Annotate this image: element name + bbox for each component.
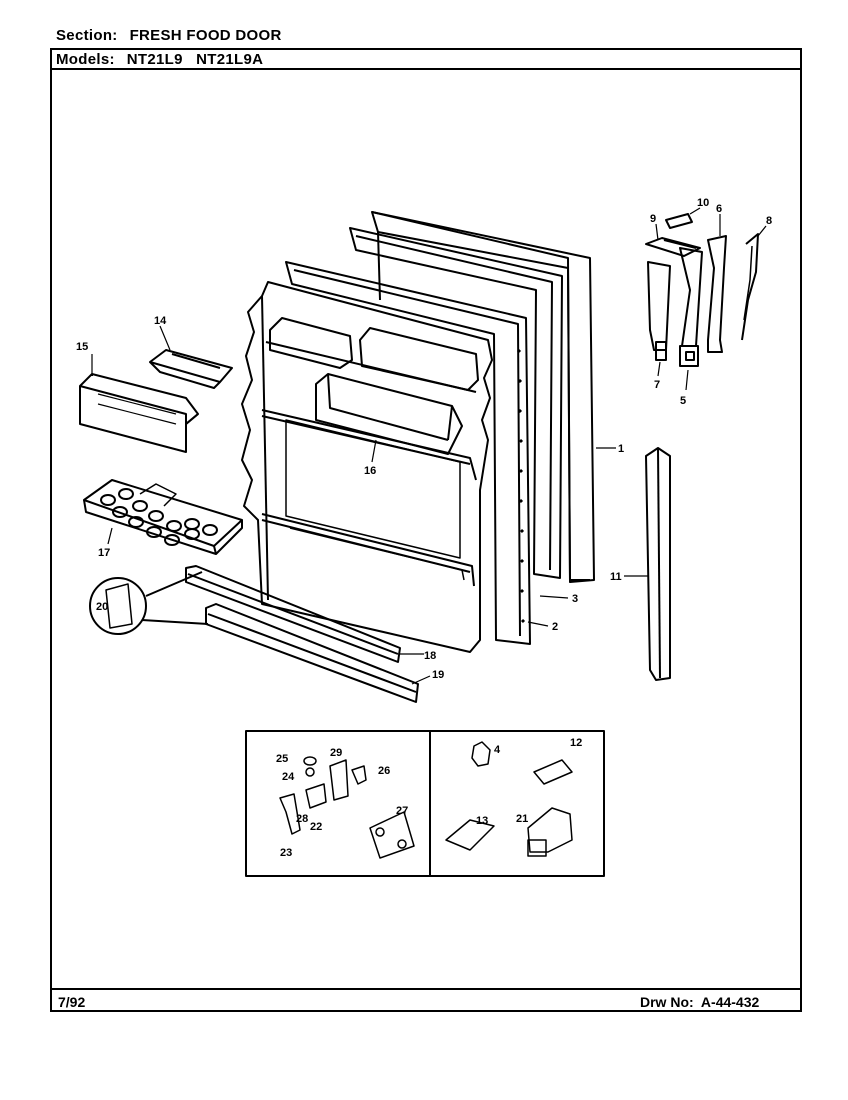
drawing-frame	[50, 48, 802, 1012]
callout-26: 26	[378, 765, 390, 777]
models-value: NT21L9 NT21L9A	[126, 51, 264, 68]
callout-22: 22	[310, 821, 322, 833]
callout-21: 21	[516, 813, 528, 825]
part-trim-strip-lower	[205, 603, 419, 703]
header-rule	[52, 68, 800, 70]
callout-2: 2	[552, 621, 558, 633]
callout-labels: 1 2 3 4 5 6 7 8 9 10 11 12 13 14 15 16 1…	[76, 197, 772, 859]
callout-23: 23	[280, 847, 292, 859]
callout-5: 5	[680, 395, 686, 407]
part-hinge-rod	[741, 233, 759, 341]
callout-10: 10	[697, 197, 709, 209]
part-door-liner-shelves	[241, 281, 493, 653]
callout-29: 29	[330, 747, 342, 759]
drawing-number: Drw No: A-44-432	[640, 994, 760, 1010]
hardware-left-parts	[279, 756, 415, 859]
section-value: FRESH FOOD DOOR	[129, 27, 282, 44]
models-heading: Models: NT21L9 NT21L9A	[56, 51, 263, 68]
callout-20: 20	[96, 601, 108, 613]
callout-27: 27	[396, 805, 408, 817]
models-label: Models:	[56, 51, 115, 68]
part-trim-strip-upper	[185, 565, 401, 663]
callout-8: 8	[766, 215, 772, 227]
hardware-right-parts	[445, 741, 573, 857]
part-hinge-bracket-left	[647, 261, 671, 361]
part-door-shelf-bar	[315, 373, 463, 455]
callout-13: 13	[476, 815, 488, 827]
callout-16: 16	[364, 465, 376, 477]
part-detail-circle	[89, 571, 209, 635]
part-egg-tray	[83, 479, 243, 555]
callout-24: 24	[282, 771, 295, 783]
callout-28: 28	[296, 813, 308, 825]
callout-25: 25	[276, 753, 288, 765]
footer-rule	[52, 988, 800, 990]
part-inner-door-liner	[285, 261, 531, 645]
callout-14: 14	[154, 315, 167, 327]
callout-19: 19	[432, 669, 444, 681]
leader-lines	[91, 207, 767, 685]
part-dairy-compartment	[79, 373, 199, 453]
part-outer-door-panel	[371, 211, 595, 583]
part-door-gasket	[349, 227, 563, 579]
callout-15: 15	[76, 341, 88, 353]
callout-4: 4	[494, 744, 501, 756]
part-hinge-top-cap	[645, 213, 701, 257]
part-hinge-bracket-mid	[679, 247, 703, 367]
callout-12: 12	[570, 737, 582, 749]
callout-11: 11	[610, 571, 622, 583]
section-heading: Section: FRESH FOOD DOOR	[56, 27, 282, 44]
hardware-detail-box-right	[429, 730, 605, 877]
section-label: Section:	[56, 27, 118, 44]
drawing-date: 7/92	[58, 994, 86, 1010]
callout-3: 3	[572, 593, 578, 605]
callout-17: 17	[98, 547, 110, 559]
callout-6: 6	[716, 203, 722, 215]
callout-7: 7	[654, 379, 660, 391]
callout-18: 18	[424, 650, 436, 662]
callout-9: 9	[650, 213, 656, 225]
part-small-bin	[149, 349, 233, 389]
part-hinge-cover	[707, 235, 727, 353]
callout-1: 1	[618, 443, 624, 455]
part-door-handle	[645, 447, 671, 681]
